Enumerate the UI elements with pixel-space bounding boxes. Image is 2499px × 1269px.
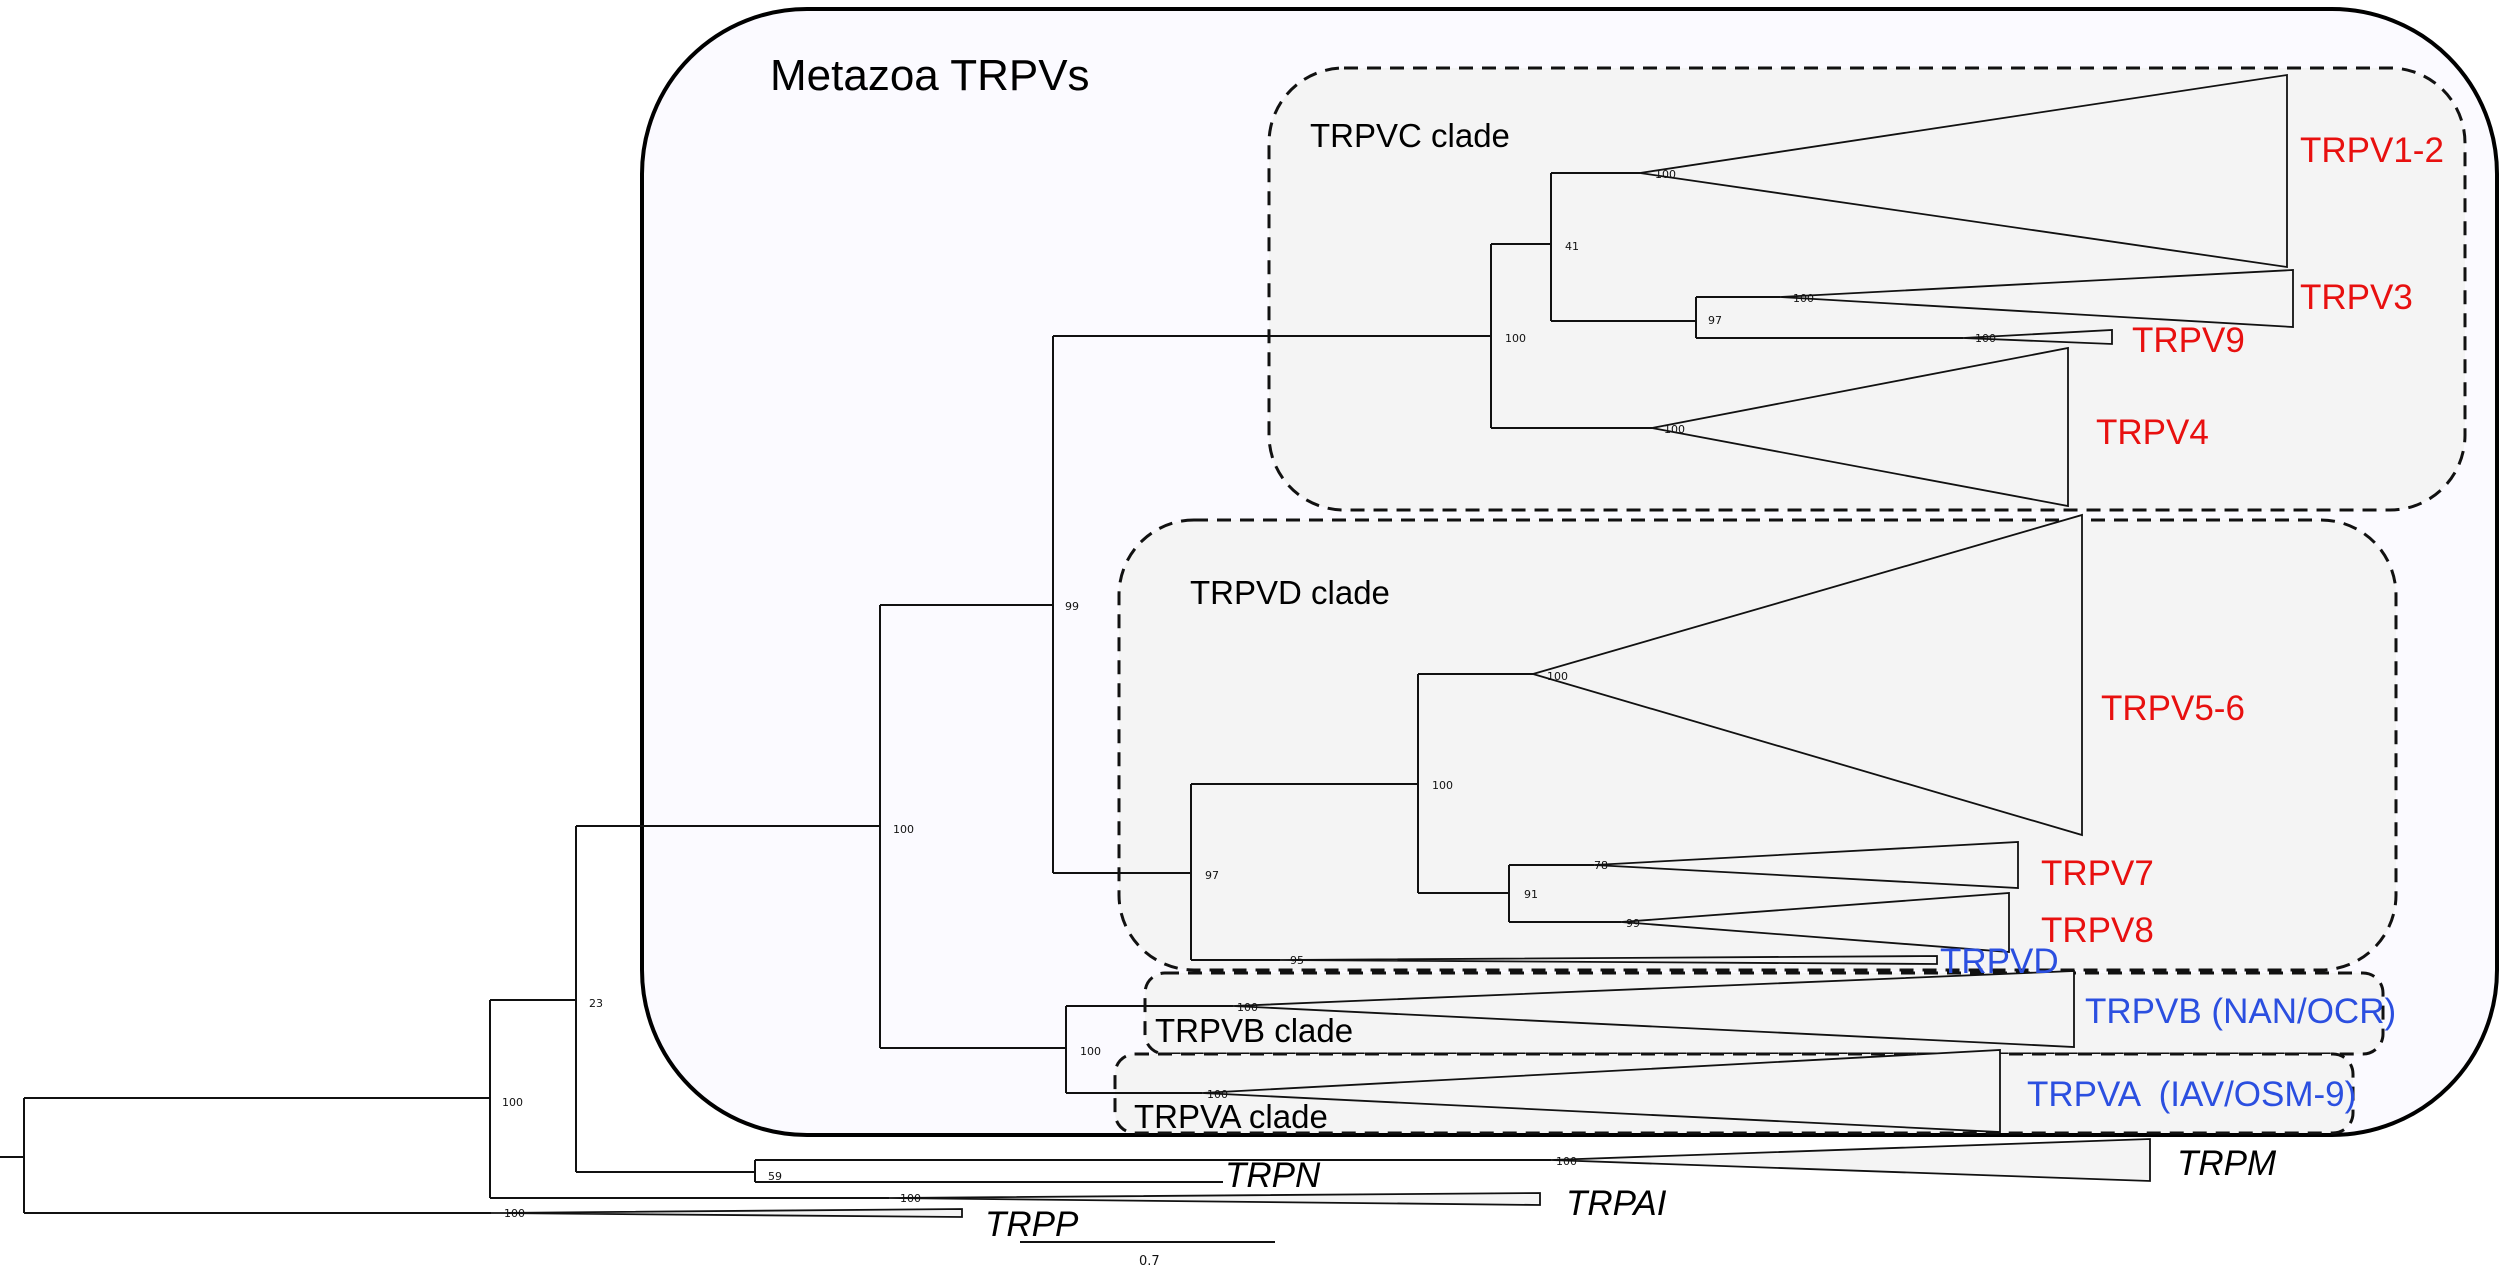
trpv7-collapsed-clade bbox=[1593, 841, 2019, 889]
support-n23: 23 bbox=[589, 997, 603, 1010]
trpp-collapsed-clade bbox=[490, 1208, 963, 1218]
tip-trpm: TRPM bbox=[2177, 1144, 2277, 1183]
scale-bar-label: 0.7 bbox=[1139, 1254, 1160, 1269]
support-tip-m: 100 bbox=[1556, 1155, 1577, 1168]
tip-trpp: TRPP bbox=[985, 1205, 1079, 1244]
support-v3-v9: 97 bbox=[1708, 314, 1722, 327]
tip-trpv8: TRPV8 bbox=[2041, 911, 2154, 950]
support-tip-vb: 100 bbox=[1237, 1001, 1258, 1014]
support-tip-vd: 95 bbox=[1290, 954, 1304, 967]
tip-trpvd: TRPVD bbox=[1940, 942, 2059, 981]
tip-trpv5-6: TRPV5-6 bbox=[2101, 689, 2245, 728]
support-tip-ai: 100 bbox=[900, 1192, 921, 1205]
support-tip-p: 100 bbox=[504, 1207, 525, 1220]
support-tip-v9: 100 bbox=[1975, 332, 1996, 345]
trpv1-2-collapsed-clade bbox=[1639, 73, 2288, 269]
tip-trpv9: TRPV9 bbox=[2132, 321, 2245, 360]
support-tip-v56: 100 bbox=[1547, 670, 1568, 683]
trpvd-clade-label: TRPVD clade bbox=[1190, 574, 1390, 611]
support-tip-v3: 100 bbox=[1793, 292, 1814, 305]
support-tip-v4: 100 bbox=[1664, 423, 1685, 436]
support-trpv: 100 bbox=[893, 823, 914, 836]
trpvb-collapsed-clade bbox=[1232, 970, 2075, 1048]
support-tip-va: 100 bbox=[1207, 1088, 1228, 1101]
trpm-collapsed-clade bbox=[1550, 1138, 2151, 1182]
tip-trpv1-2: TRPV1-2 bbox=[2300, 131, 2444, 170]
trpvd-collapsed-clade bbox=[1279, 955, 1938, 965]
tip-trpv3: TRPV3 bbox=[2300, 278, 2413, 317]
trpv5-6-collapsed-clade bbox=[1529, 513, 2083, 837]
support-tip-v8: 99 bbox=[1626, 917, 1640, 930]
tip-trpv7: TRPV7 bbox=[2041, 854, 2154, 893]
support-trpvd: 97 bbox=[1205, 869, 1219, 882]
support-tip-v12: 100 bbox=[1655, 168, 1676, 181]
trpv8-collapsed-clade bbox=[1620, 892, 2010, 953]
trpv4-collapsed-clade bbox=[1651, 346, 2069, 508]
support-root: 100 bbox=[502, 1096, 523, 1109]
trpva-collapsed-clade bbox=[1201, 1049, 2001, 1133]
metazoa-trpv-label: Metazoa TRPVs bbox=[770, 51, 1090, 100]
tree-branches bbox=[0, 172, 1963, 1214]
support-n59: 59 bbox=[768, 1170, 782, 1183]
tip-trpva: TRPVA (IAV/OSM-9) bbox=[2027, 1075, 2356, 1114]
trpv9-collapsed-clade bbox=[1962, 329, 2113, 345]
trpai-collapsed-clade bbox=[888, 1192, 1541, 1206]
support-v5-8: 100 bbox=[1432, 779, 1453, 792]
support-trpvc: 100 bbox=[1505, 332, 1526, 345]
tip-trpai: TRPAI bbox=[1566, 1184, 1667, 1223]
support-n41: 41 bbox=[1565, 240, 1579, 253]
tip-trpv4: TRPV4 bbox=[2096, 413, 2209, 452]
trpvc-clade-label: TRPVC clade bbox=[1310, 117, 1510, 154]
support-n91: 91 bbox=[1524, 888, 1538, 901]
trpva-clade-label: TRPVA clade bbox=[1134, 1098, 1328, 1135]
tip-trpn: TRPN bbox=[1225, 1156, 1321, 1195]
support-tip-v7: 78 bbox=[1594, 859, 1608, 872]
support-n99: 99 bbox=[1065, 600, 1079, 613]
trpvb-clade-label: TRPVB clade bbox=[1155, 1012, 1353, 1049]
trpv3-collapsed-clade bbox=[1779, 269, 2294, 328]
support-trpva-b: 100 bbox=[1080, 1045, 1101, 1058]
tip-trpvb: TRPVB (NAN/OCR) bbox=[2085, 992, 2396, 1031]
